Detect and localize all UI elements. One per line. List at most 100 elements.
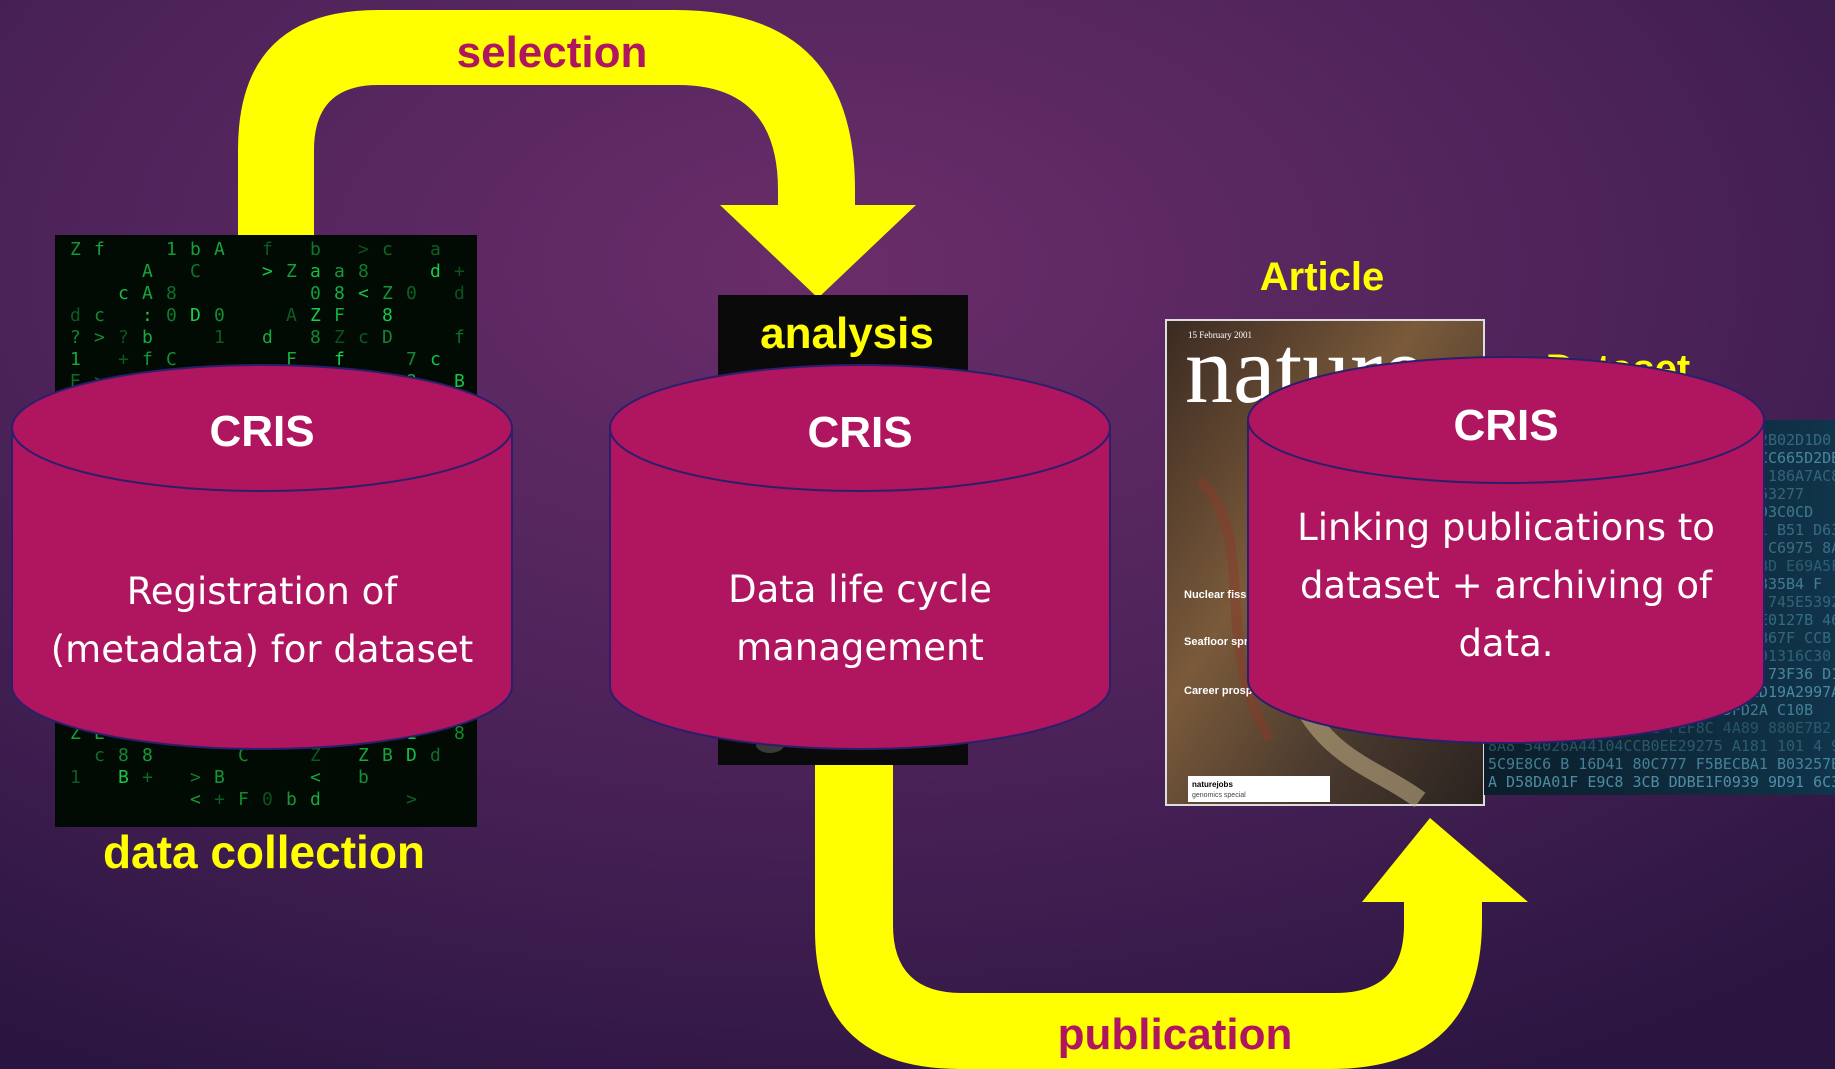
nature-date: 15 February 2001 bbox=[1188, 330, 1252, 340]
svg-text:a: a bbox=[334, 261, 345, 282]
svg-text:?: ? bbox=[118, 327, 129, 348]
svg-text:Z: Z bbox=[310, 305, 321, 326]
cris-title: CRIS bbox=[1453, 401, 1558, 450]
svg-text:1: 1 bbox=[70, 349, 81, 370]
svg-text:8: 8 bbox=[358, 261, 369, 282]
svg-text:f: f bbox=[94, 239, 105, 260]
svg-text:c: c bbox=[430, 349, 441, 370]
cris-description-line: dataset + archiving of bbox=[1300, 564, 1713, 607]
svg-text:c: c bbox=[94, 305, 105, 326]
svg-text:b: b bbox=[310, 239, 321, 260]
cris-description-line: Linking publications to bbox=[1297, 506, 1715, 549]
svg-text:a: a bbox=[310, 261, 321, 282]
svg-text:<: < bbox=[190, 789, 201, 810]
svg-text:0: 0 bbox=[406, 283, 417, 304]
cris-description-line: (metadata) for dataset bbox=[51, 628, 473, 671]
article-label: Article bbox=[1260, 255, 1385, 299]
svg-text:f: f bbox=[454, 327, 465, 348]
selection-label: selection bbox=[457, 28, 648, 77]
svg-text:+: + bbox=[142, 767, 153, 788]
cylinder-body bbox=[1247, 419, 1765, 744]
svg-text:d: d bbox=[430, 261, 441, 282]
svg-text:5C9E8C6 B 16D41 80C777 F5BECB: 5C9E8C6 B 16D41 80C777 F5BECBA1 B03257B bbox=[1488, 755, 1835, 773]
cris-description-line: Data life cycle bbox=[728, 568, 992, 611]
svg-text:B: B bbox=[118, 767, 129, 788]
nature-headline-1: Nuclear fission bbox=[1184, 589, 1263, 601]
cris-cylinder-2: CRIS Data life cycle management bbox=[609, 364, 1111, 750]
svg-text:f: f bbox=[334, 349, 345, 370]
svg-text:A: A bbox=[142, 283, 153, 304]
svg-text:c: c bbox=[382, 239, 393, 260]
svg-text:D: D bbox=[406, 745, 417, 766]
svg-text:d: d bbox=[430, 745, 441, 766]
svg-text:Z: Z bbox=[70, 723, 81, 744]
svg-text:b: b bbox=[358, 767, 369, 788]
svg-text:8: 8 bbox=[142, 745, 153, 766]
svg-text:c: c bbox=[94, 745, 105, 766]
svg-text:>: > bbox=[406, 789, 417, 810]
svg-text:c: c bbox=[358, 327, 369, 348]
svg-text:8: 8 bbox=[382, 305, 393, 326]
svg-text:d: d bbox=[454, 283, 465, 304]
svg-text::: : bbox=[142, 305, 153, 326]
cris-cylinder-3: CRIS Linking publications to dataset + arc… bbox=[1247, 356, 1765, 744]
svg-text:A: A bbox=[214, 239, 225, 260]
svg-text:1: 1 bbox=[214, 327, 225, 348]
svg-text:B: B bbox=[454, 371, 465, 392]
svg-text:F: F bbox=[286, 349, 297, 370]
svg-text:f: f bbox=[142, 349, 153, 370]
publication-arrow bbox=[815, 760, 1528, 1069]
svg-text:D: D bbox=[190, 305, 201, 326]
svg-text:Z: Z bbox=[310, 745, 321, 766]
nature-footer-2: genomics special bbox=[1192, 792, 1246, 799]
svg-text:a: a bbox=[430, 239, 441, 260]
svg-text:8: 8 bbox=[166, 283, 177, 304]
svg-text:d: d bbox=[262, 327, 273, 348]
svg-text:0: 0 bbox=[262, 789, 273, 810]
svg-text:E: E bbox=[70, 371, 81, 392]
svg-text:+: + bbox=[454, 261, 465, 282]
cris-description-line: management bbox=[736, 626, 984, 669]
svg-text:?: ? bbox=[70, 327, 81, 348]
svg-text:C: C bbox=[190, 261, 201, 282]
cris-title: CRIS bbox=[807, 408, 912, 457]
publication-label: publication bbox=[1058, 1010, 1293, 1059]
svg-text:0: 0 bbox=[310, 283, 321, 304]
cylinder-top bbox=[11, 364, 513, 492]
cylinder-body bbox=[609, 427, 1111, 750]
cylinder-body bbox=[11, 427, 513, 750]
svg-text:B: B bbox=[382, 745, 393, 766]
cylinder-top bbox=[609, 364, 1111, 492]
svg-text:c: c bbox=[118, 283, 129, 304]
svg-text:A: A bbox=[286, 305, 297, 326]
svg-text:d: d bbox=[310, 789, 321, 810]
svg-text:>: > bbox=[94, 327, 105, 348]
analysis-label: analysis bbox=[760, 309, 934, 358]
svg-text:0: 0 bbox=[214, 305, 225, 326]
svg-text:+: + bbox=[214, 789, 225, 810]
svg-text:Z: Z bbox=[358, 745, 369, 766]
svg-text:C: C bbox=[238, 745, 249, 766]
svg-text:Z: Z bbox=[70, 239, 81, 260]
svg-text:8: 8 bbox=[454, 723, 465, 744]
svg-text:A D58DA01F E9C8 3CB DDBE1F093: A D58DA01F E9C8 3CB DDBE1F0939 9D91 6C3 bbox=[1488, 773, 1835, 791]
svg-text:b: b bbox=[142, 327, 153, 348]
svg-text:d: d bbox=[70, 305, 81, 326]
cris-title: CRIS bbox=[209, 407, 314, 456]
data-collection-label: data collection bbox=[103, 826, 425, 878]
svg-text:7: 7 bbox=[406, 349, 417, 370]
svg-text:b: b bbox=[190, 239, 201, 260]
cylinder-top bbox=[1247, 356, 1765, 484]
svg-text:0: 0 bbox=[166, 305, 177, 326]
svg-text:Z: Z bbox=[286, 261, 297, 282]
svg-text:<: < bbox=[358, 283, 369, 304]
svg-text:8: 8 bbox=[118, 745, 129, 766]
svg-text:Z: Z bbox=[334, 327, 345, 348]
svg-text:>: > bbox=[190, 767, 201, 788]
svg-text:1: 1 bbox=[166, 239, 177, 260]
svg-text:8: 8 bbox=[310, 327, 321, 348]
